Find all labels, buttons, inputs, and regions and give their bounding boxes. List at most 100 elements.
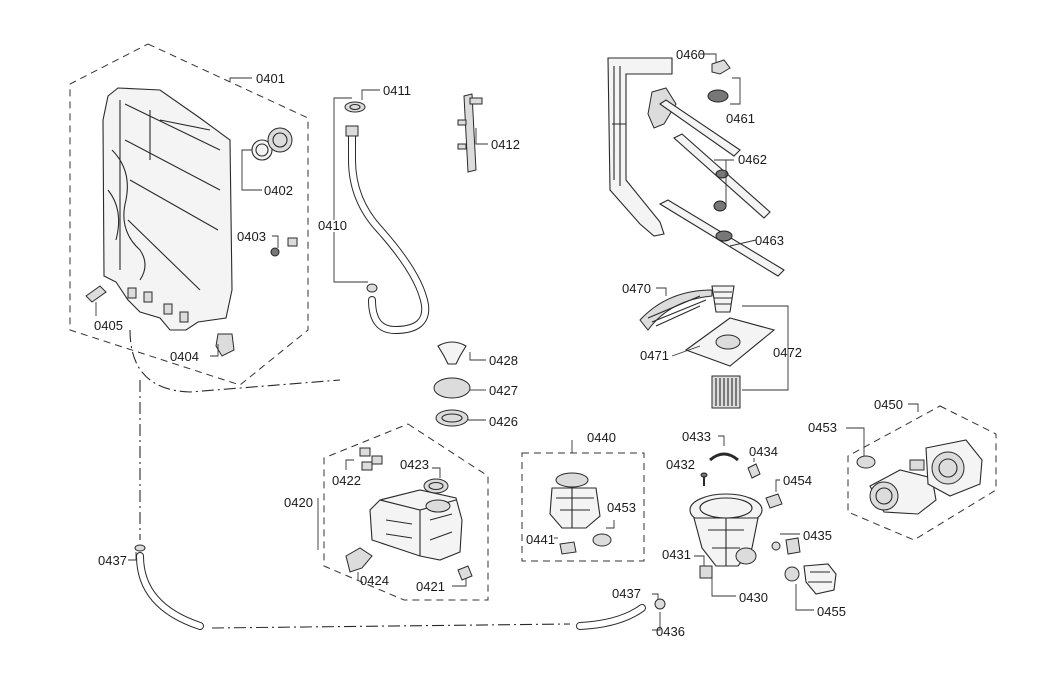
routing-path-bottom: [211, 623, 571, 629]
seal-ring-0440: [555, 472, 589, 488]
label-0427: 0427: [489, 383, 518, 398]
connector-0404[interactable]: [215, 333, 235, 357]
label-0455: 0455: [817, 604, 846, 619]
group-0430: 0433 0434 0432 0454 0430 0431 0435: [662, 429, 846, 619]
label-0436: 0436: [656, 624, 685, 639]
clip-0422c[interactable]: [361, 461, 373, 471]
group-0470: 0470 0471 0472: [622, 281, 802, 409]
fitting-a: [127, 287, 137, 299]
clamp-0411[interactable]: [344, 101, 366, 113]
label-0424: 0424: [360, 573, 389, 588]
group-0460: 0460 0461 0462 0463: [607, 47, 785, 277]
label-0437b: 0437: [612, 586, 641, 601]
nozzle-0461b[interactable]: [707, 89, 729, 103]
fine-filter-0472b[interactable]: [711, 375, 741, 409]
group-0401: 0401 0402 0403 0404 0405: [69, 43, 309, 386]
valve-0424[interactable]: [345, 547, 373, 573]
clip-0422a[interactable]: [359, 447, 371, 457]
group-0420-boundary: [323, 423, 489, 601]
arm-connector-0460: [647, 87, 677, 129]
hose-end-clamp: [366, 283, 378, 293]
fitting-0403b[interactable]: [270, 247, 280, 257]
label-0434: 0434: [749, 444, 778, 459]
oring-0455[interactable]: [784, 566, 800, 582]
label-0437a: 0437: [98, 553, 127, 568]
label-0412: 0412: [491, 137, 520, 152]
oring-0436[interactable]: [654, 598, 666, 610]
ring-0426[interactable]: [435, 409, 469, 427]
fitting-0403a[interactable]: [287, 237, 298, 247]
label-0433: 0433: [682, 429, 711, 444]
label-0421: 0421: [416, 579, 445, 594]
drain-pump-0455[interactable]: [803, 563, 837, 595]
clip-0405[interactable]: [85, 285, 107, 303]
side-panel-0401[interactable]: [102, 87, 233, 331]
filter-cylinder-0472a[interactable]: [711, 285, 735, 313]
clamp-0437a[interactable]: [134, 544, 146, 552]
clip-0421[interactable]: [457, 565, 473, 581]
cap-0427[interactable]: [433, 377, 471, 399]
label-0428: 0428: [489, 353, 518, 368]
filter-cover-0470[interactable]: [639, 289, 713, 331]
cap-0428[interactable]: [437, 341, 467, 365]
group-0410: 0410 0411 0412: [318, 83, 520, 335]
label-0404: 0404: [170, 349, 199, 364]
group-0440-boundary: [521, 452, 645, 562]
pump-housing-0440[interactable]: [549, 487, 601, 529]
routing-path: [129, 329, 341, 540]
label-0435: 0435: [803, 528, 832, 543]
group-0426: 0428 0427 0426: [433, 341, 518, 429]
filler-cap-0402b[interactable]: [267, 127, 293, 153]
fitting-b: [143, 291, 153, 303]
hose-0410[interactable]: [348, 126, 430, 335]
clip-0434[interactable]: [747, 463, 761, 479]
spray-arm-supply-0460[interactable]: [607, 57, 673, 237]
group-0440: 0440 0441 0453: [521, 430, 645, 562]
nozzle-0461a[interactable]: [711, 59, 731, 75]
group-0420: 0420 0422 0423 0424 0421: [284, 423, 489, 601]
fitting-d: [179, 311, 189, 323]
sump-outlet: [735, 547, 757, 565]
label-0462: 0462: [738, 152, 767, 167]
pump-connector: [909, 459, 925, 471]
fitting-0435[interactable]: [785, 537, 801, 555]
part-0454[interactable]: [765, 493, 783, 509]
fitting-0431[interactable]: [699, 565, 713, 579]
label-0463: 0463: [755, 233, 784, 248]
hose-end-0410: [345, 125, 359, 137]
clamp-0453a[interactable]: [592, 533, 612, 547]
group-0450-boundary: [847, 405, 997, 541]
label-0450: 0450: [874, 397, 903, 412]
group-0401-boundary: [69, 43, 309, 386]
label-0454: 0454: [783, 473, 812, 488]
gasket-0433[interactable]: [709, 452, 739, 462]
bracket-tab-a: [469, 97, 483, 105]
label-0403: 0403: [237, 229, 266, 244]
nut-0462: [713, 200, 727, 212]
bracket-tab-c: [457, 143, 467, 150]
bracket-0412[interactable]: [463, 93, 477, 173]
label-0426: 0426: [489, 414, 518, 429]
group-0450: 0450 0453: [808, 397, 997, 541]
clamp-0453b[interactable]: [856, 455, 876, 469]
spray-tube-0462: [659, 99, 741, 157]
label-0471: 0471: [640, 348, 669, 363]
label-0405: 0405: [94, 318, 123, 333]
label-0460: 0460: [676, 47, 705, 62]
oring-0435[interactable]: [771, 541, 781, 551]
part-0441[interactable]: [559, 541, 577, 555]
seal-0423[interactable]: [423, 478, 449, 494]
label-0411: 0411: [383, 83, 411, 98]
label-0420: 0420: [284, 495, 313, 510]
label-0453a: 0453: [607, 500, 636, 515]
label-0440: 0440: [587, 430, 616, 445]
label-0441: 0441: [526, 532, 555, 547]
label-0453b: 0453: [808, 420, 837, 435]
label-0431: 0431: [662, 547, 691, 562]
bracket-tab-b: [457, 119, 467, 126]
label-0422: 0422: [332, 473, 361, 488]
label-0410: 0410: [318, 218, 347, 233]
clip-0422b[interactable]: [371, 455, 383, 465]
label-0401: 0401: [256, 71, 285, 86]
